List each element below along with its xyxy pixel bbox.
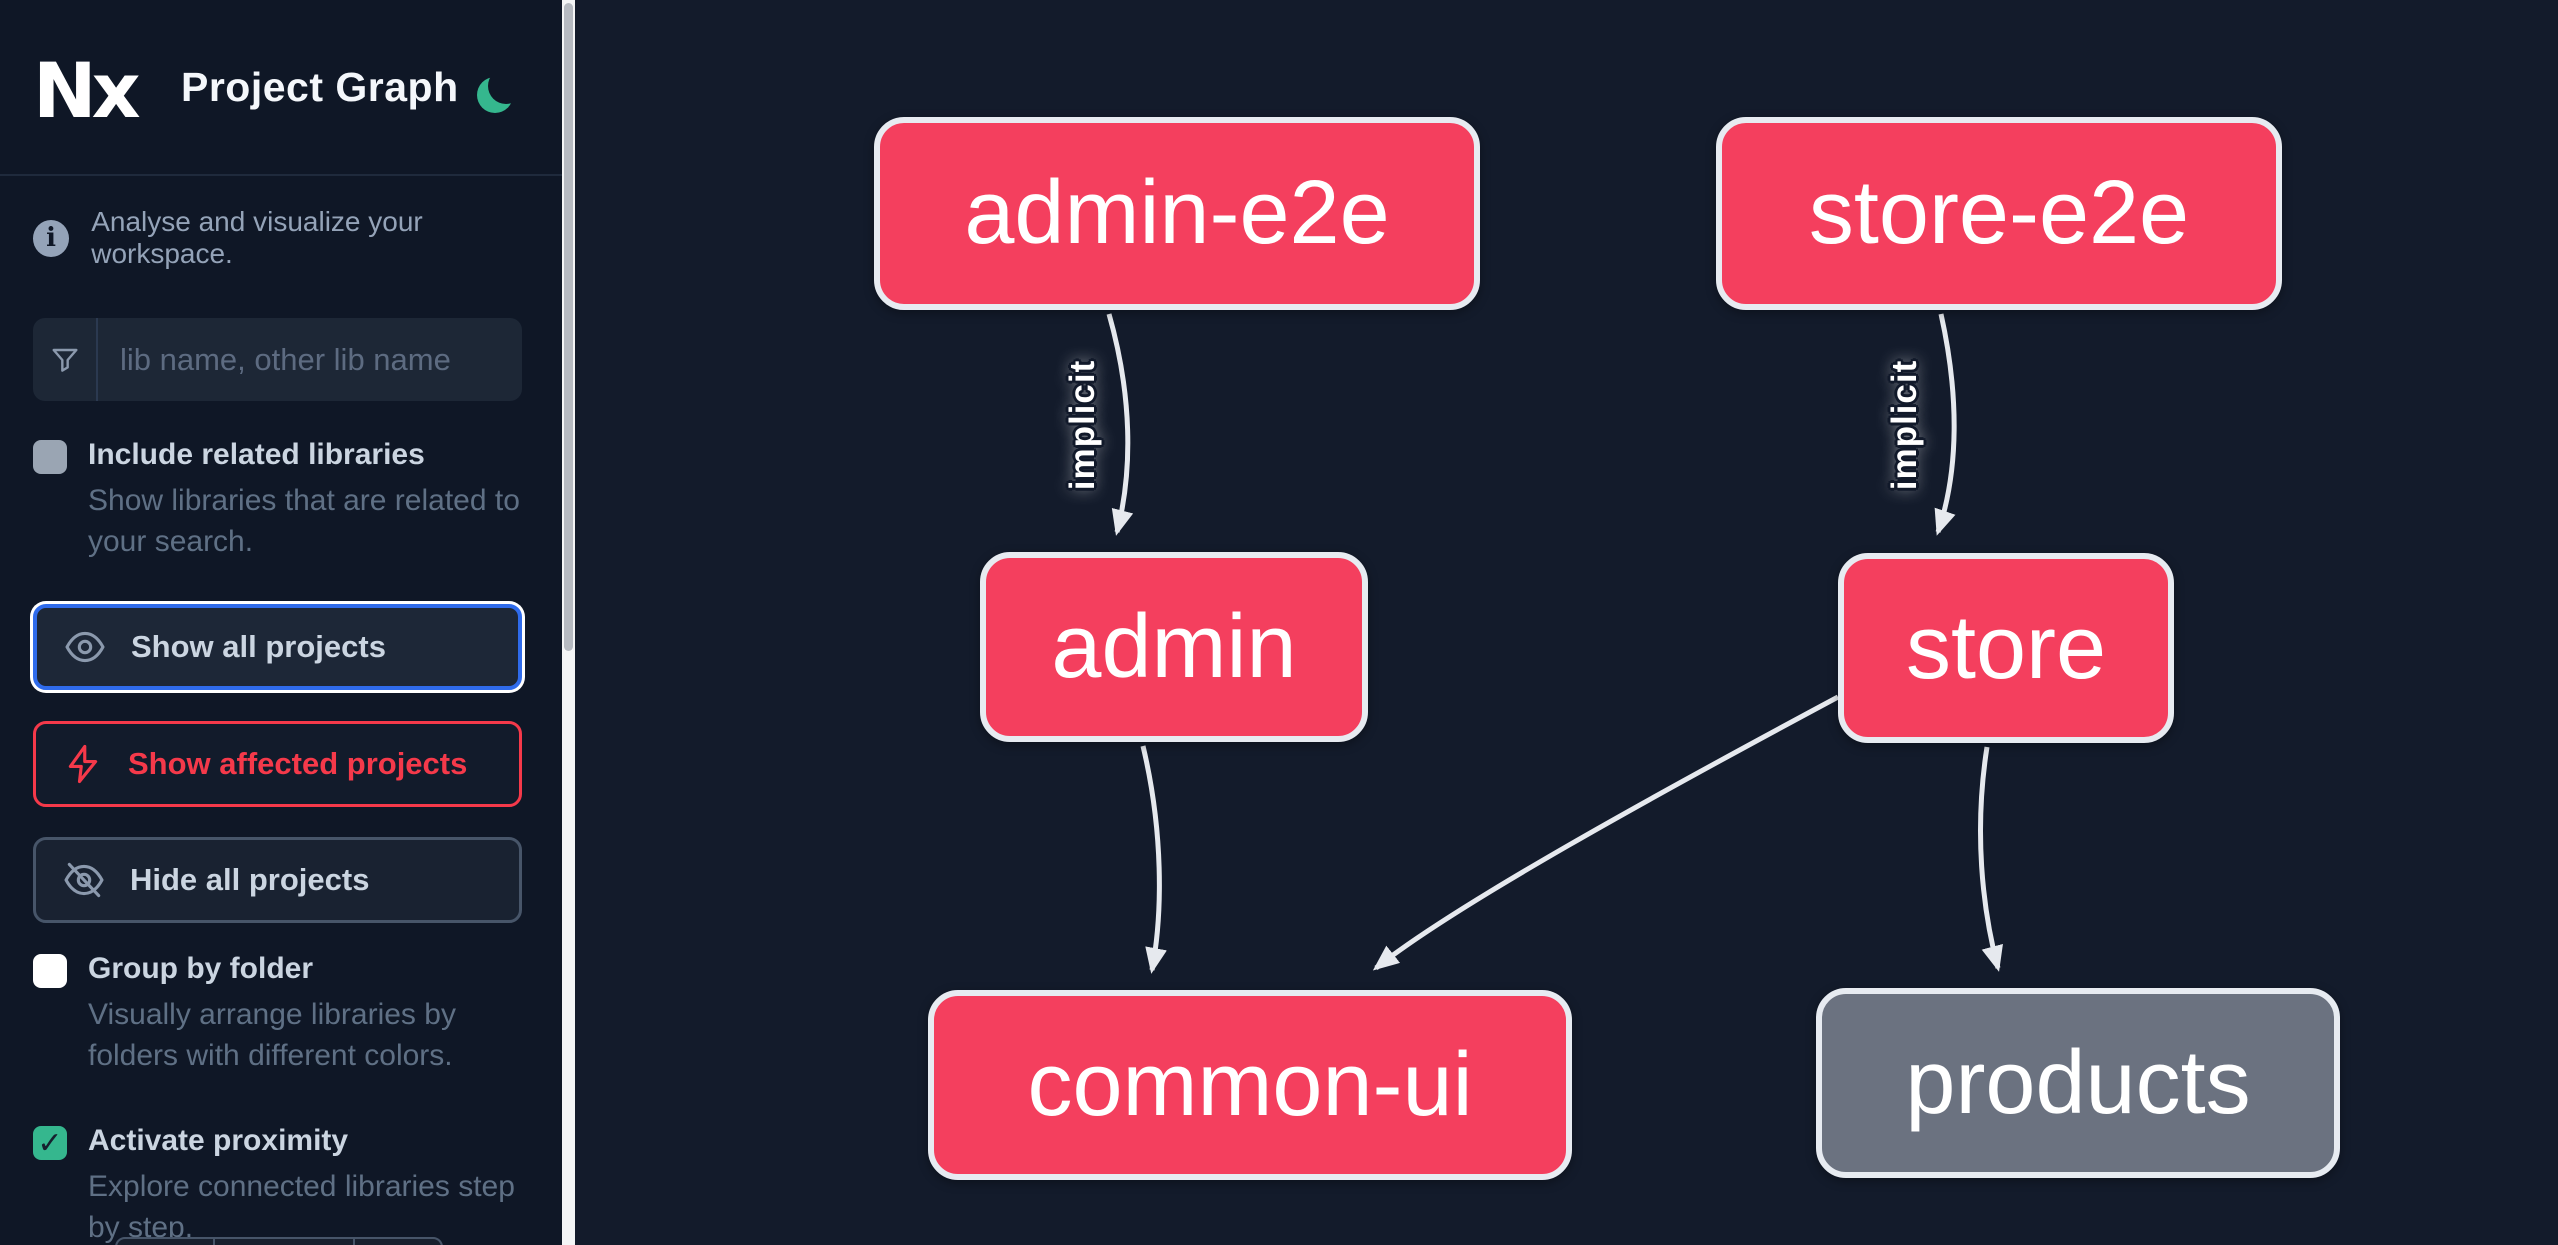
tagline-text: Analyse and visualize your workspace.: [91, 206, 423, 269]
graph-node-store-e2e[interactable]: store-e2e: [1716, 117, 2282, 310]
show-all-projects-button[interactable]: Show all projects: [33, 604, 522, 690]
graph-node-common-ui[interactable]: common-ui: [928, 990, 1572, 1180]
funnel-icon: [33, 318, 98, 401]
eye-icon: [65, 631, 105, 663]
activate-proximity-checkbox[interactable]: ✓: [33, 1126, 67, 1160]
nx-logo: Nx: [33, 45, 141, 135]
edge-store-e2e-to-store: [1934, 313, 1957, 536]
hide-all-projects-button[interactable]: Hide all projects: [33, 837, 522, 923]
zoom-segmented-control-partial[interactable]: [115, 1237, 443, 1245]
sidebar: Nx Project Graph i Analyse and visualize…: [0, 0, 562, 1245]
group-by-folder-label: Group by folder: [88, 952, 313, 985]
info-icon: i: [33, 219, 70, 257]
workspace-tagline-row: i Analyse and visualize your workspace.: [33, 206, 562, 270]
page-title: Project Graph: [181, 64, 459, 110]
edge-admin-to-common-ui: [1140, 745, 1167, 974]
activate-proximity-label: Activate proximity: [88, 1124, 349, 1157]
graph-node-admin-e2e[interactable]: admin-e2e: [874, 117, 1480, 310]
graph-node-products[interactable]: products: [1816, 988, 2340, 1178]
segment-1[interactable]: [117, 1239, 213, 1245]
edge-store-to-common-ui: [1372, 694, 1840, 971]
show-all-projects-label: Show all projects: [131, 629, 386, 664]
show-affected-projects-button[interactable]: Show affected projects: [33, 721, 522, 807]
graph-node-admin[interactable]: admin: [980, 552, 1368, 742]
group-by-folder-description: Visually arrange libraries by folders wi…: [88, 998, 456, 1072]
activate-proximity-description: Explore connected libraries step by step…: [88, 1170, 515, 1244]
theme-toggle-moon-icon[interactable]: [478, 74, 514, 110]
segment-2[interactable]: [213, 1239, 353, 1245]
hide-all-projects-label: Hide all projects: [130, 862, 370, 897]
group-by-folder-checkbox[interactable]: [33, 954, 67, 988]
search-input[interactable]: [98, 318, 522, 401]
bolt-icon: [68, 744, 98, 784]
show-affected-projects-label: Show affected projects: [128, 746, 468, 781]
library-filter-search: [33, 318, 522, 401]
graph-node-store[interactable]: store: [1838, 553, 2174, 743]
project-graph-canvas[interactable]: admin-e2e store-e2e admin store common-ui pro…: [575, 0, 2558, 1245]
sidebar-header: Nx Project Graph: [0, 0, 562, 176]
include-related-label: Include related libraries: [88, 438, 425, 471]
include-related-description: Show libraries that are related to your …: [88, 484, 520, 558]
segment-3[interactable]: [353, 1239, 441, 1245]
sidebar-scrollbar-thumb[interactable]: [564, 3, 573, 651]
edge-store-to-products: [1978, 746, 2003, 972]
graph-edges: [1106, 313, 2003, 974]
edge-label-store-e2e-to-store: implicit: [1885, 359, 1924, 491]
include-related-checkbox[interactable]: [33, 440, 67, 474]
edge-admin-e2e-to-admin: [1106, 313, 1134, 536]
edge-label-admin-e2e-to-admin: implicit: [1063, 359, 1102, 491]
eye-off-icon: [64, 862, 104, 898]
